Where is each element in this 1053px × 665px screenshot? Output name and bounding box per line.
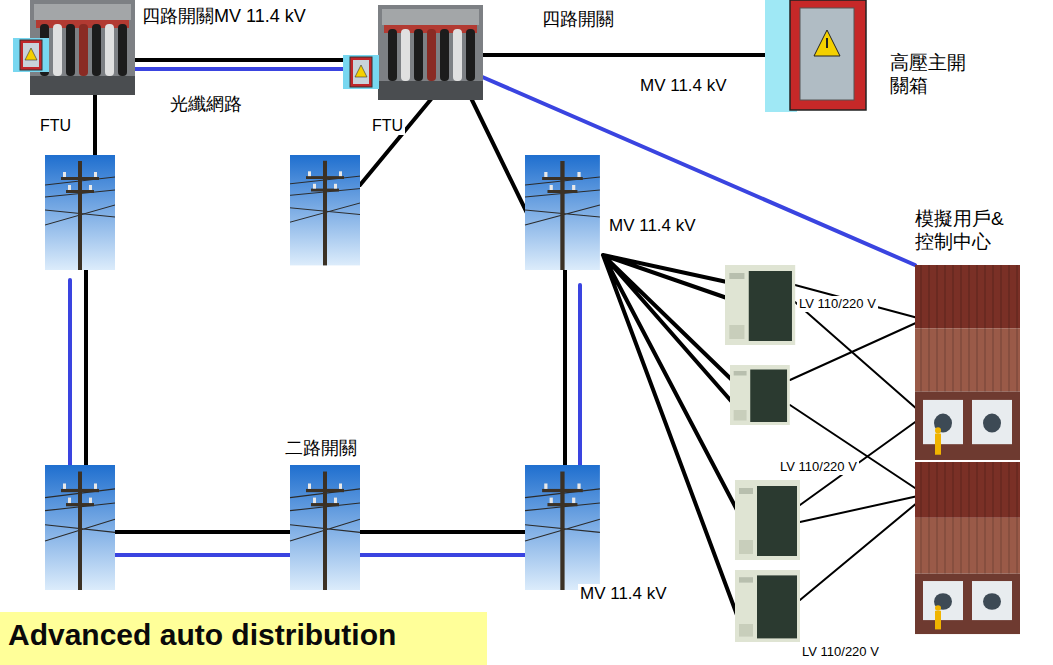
main-switch-box: [826, 38, 828, 48]
power-lines: [470, 96, 528, 215]
text-label: 二路開關: [283, 438, 359, 460]
power-lines: [68, 280, 72, 470]
ftu-icon: [343, 55, 379, 89]
power-lines: [603, 255, 737, 615]
utility-pole: [525, 155, 600, 270]
title-text: Advanced auto distribution: [8, 617, 396, 653]
text-label: MV 11.4 kV: [638, 76, 729, 96]
text-label: 四路開關MV 11.4 kV: [140, 6, 308, 28]
transformer: [735, 480, 800, 560]
utility-pole: [45, 465, 115, 590]
container-customer: [915, 462, 1020, 634]
four-way-switch: [378, 5, 483, 100]
transformer: [730, 365, 790, 425]
text-label: 模擬用戶& 控制中心: [913, 208, 1017, 254]
four-way-switch: [378, 5, 483, 100]
text-label: LV 110/220 V: [778, 459, 859, 475]
power-lines: [563, 270, 567, 466]
text-label: 光纖網路: [168, 94, 244, 116]
transformer: [725, 265, 795, 345]
utility-pole: [290, 155, 360, 265]
two-way-switch-pole: [290, 465, 360, 590]
title-band: [0, 612, 487, 665]
transformer: [735, 480, 800, 560]
transformer: [735, 570, 800, 642]
text-label: MV 11.4 kV: [578, 584, 669, 604]
power-lines: [360, 98, 432, 185]
power-lines: [480, 53, 785, 57]
text-label: FTU: [38, 116, 73, 135]
power-lines: [790, 285, 918, 600]
two-way-switch-pole: [290, 465, 360, 590]
utility-pole: [525, 465, 600, 590]
power-lines: [578, 285, 582, 466]
utility-pole: [290, 155, 360, 265]
main-switch-box: [800, 8, 854, 100]
transformer: [735, 570, 800, 642]
container-customer: [915, 462, 1020, 634]
ftu-icon: [343, 55, 379, 89]
utility-pole: [525, 465, 600, 590]
power-lines: [84, 268, 88, 466]
utility-pole: [525, 155, 600, 270]
container-customer: [915, 265, 1020, 460]
ftu-icon: [13, 38, 49, 72]
power-lines: [70, 55, 918, 615]
transformer: [725, 265, 795, 345]
container-customer: [915, 265, 1020, 460]
utility-pole: [45, 155, 115, 270]
text-label: MV 11.4 kV: [607, 216, 698, 236]
utility-pole: [45, 465, 115, 590]
main-switch-box: [765, 0, 866, 112]
utility-pole: [45, 155, 115, 270]
text-label: 高壓主開 關箱: [888, 52, 976, 98]
text-label: 四路開關: [540, 9, 616, 31]
main-switch-box: [790, 0, 866, 110]
text-label: LV 110/220 V: [800, 644, 881, 660]
ftu-icon: [13, 38, 49, 72]
transformer: [730, 365, 790, 425]
power-lines: [93, 90, 97, 156]
main-switch-box: [814, 30, 840, 56]
text-label: FTU: [370, 116, 405, 135]
text-label: LV 110/220 V: [797, 296, 878, 312]
